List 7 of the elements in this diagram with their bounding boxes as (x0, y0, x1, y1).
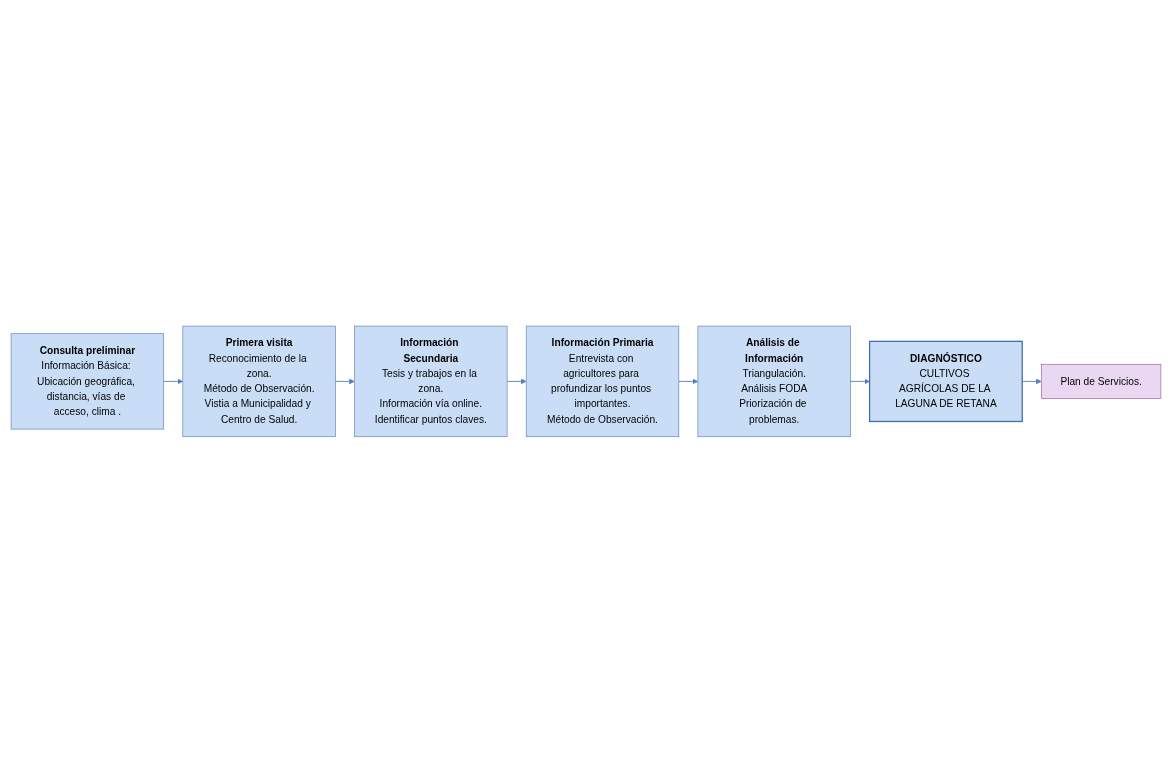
node-box: Análisis de Información Triangulación. Análisis FODA Priorización de problemas. (697, 325, 851, 438)
node-box: DIAGNÓSTICO CULTIVOS AGRÍCOLAS DE LA LAGUNA DE RETANA (868, 340, 1023, 423)
node-box: Información Primaria Entrevista con agricultores para profundizar los puntos importantes. Método de Observación. (525, 325, 679, 438)
node-box: Primera visita Reconocimiento de la zona. Método de Observación. Vistia a Municipalidad y Centro de Salud. (182, 325, 336, 438)
node-box: Información Secundaria Tesis y trabajos en la zona. Información vía online. Identificar puntos claves. (353, 325, 507, 438)
node-box: Plan de Servicios. (1040, 364, 1161, 399)
node-box: Consulta preliminar Información Básica: Ubicación geográfica, distancia, vías de acceso, clima . (10, 333, 164, 430)
